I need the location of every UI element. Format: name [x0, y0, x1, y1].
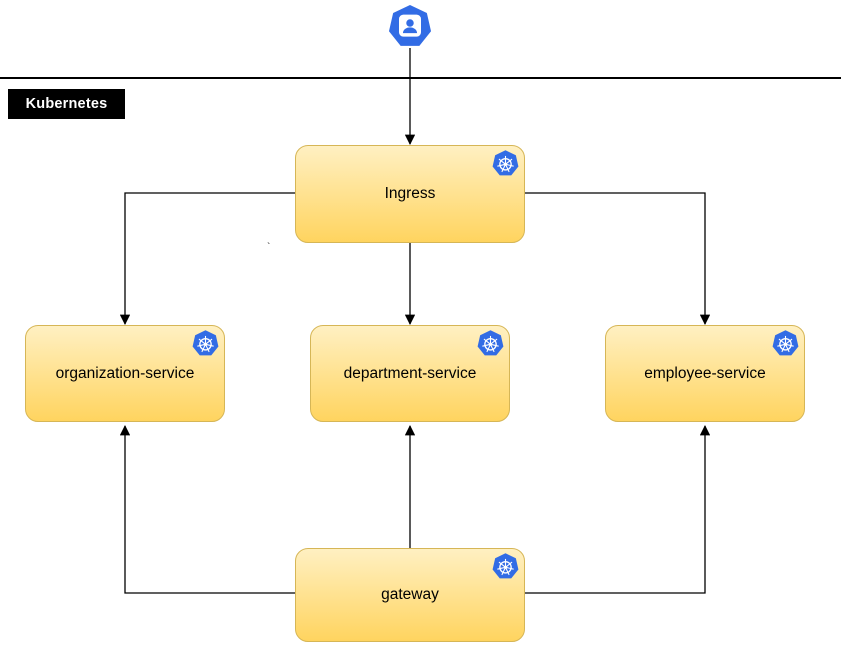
- node-department-service[interactable]: department-service: [310, 325, 510, 422]
- kubernetes-helm-icon: [492, 150, 519, 177]
- kubernetes-helm-icon: [492, 553, 519, 580]
- kubernetes-helm-icon: [772, 330, 799, 357]
- kubernetes-helm-icon: [477, 330, 504, 357]
- kubernetes-boundary-line: [0, 77, 841, 79]
- node-ingress[interactable]: Ingress: [295, 145, 525, 243]
- kubernetes-group-label: Kubernetes: [8, 89, 125, 119]
- user-icon: [388, 4, 432, 49]
- node-gateway[interactable]: gateway: [295, 548, 525, 642]
- edge-ingress-to-employee: [525, 192, 711, 326]
- node-label-gateway: gateway: [381, 586, 439, 603]
- kubernetes-helm-icon: [192, 330, 219, 357]
- node-label-organization-service: organization-service: [55, 364, 195, 382]
- node-label-employee-service: employee-service: [644, 364, 766, 382]
- stray-ink-mark: `: [267, 242, 271, 253]
- node-label-department-service: department-service: [343, 364, 477, 382]
- edge-ingress-to-organization: [119, 192, 295, 326]
- node-employee-service[interactable]: employee-service: [605, 325, 805, 422]
- edge-gateway-to-employee: [525, 424, 711, 594]
- node-organization-service[interactable]: organization-service: [25, 325, 225, 422]
- edge-gateway-to-organization: [119, 424, 296, 594]
- node-label-ingress: Ingress: [384, 185, 436, 202]
